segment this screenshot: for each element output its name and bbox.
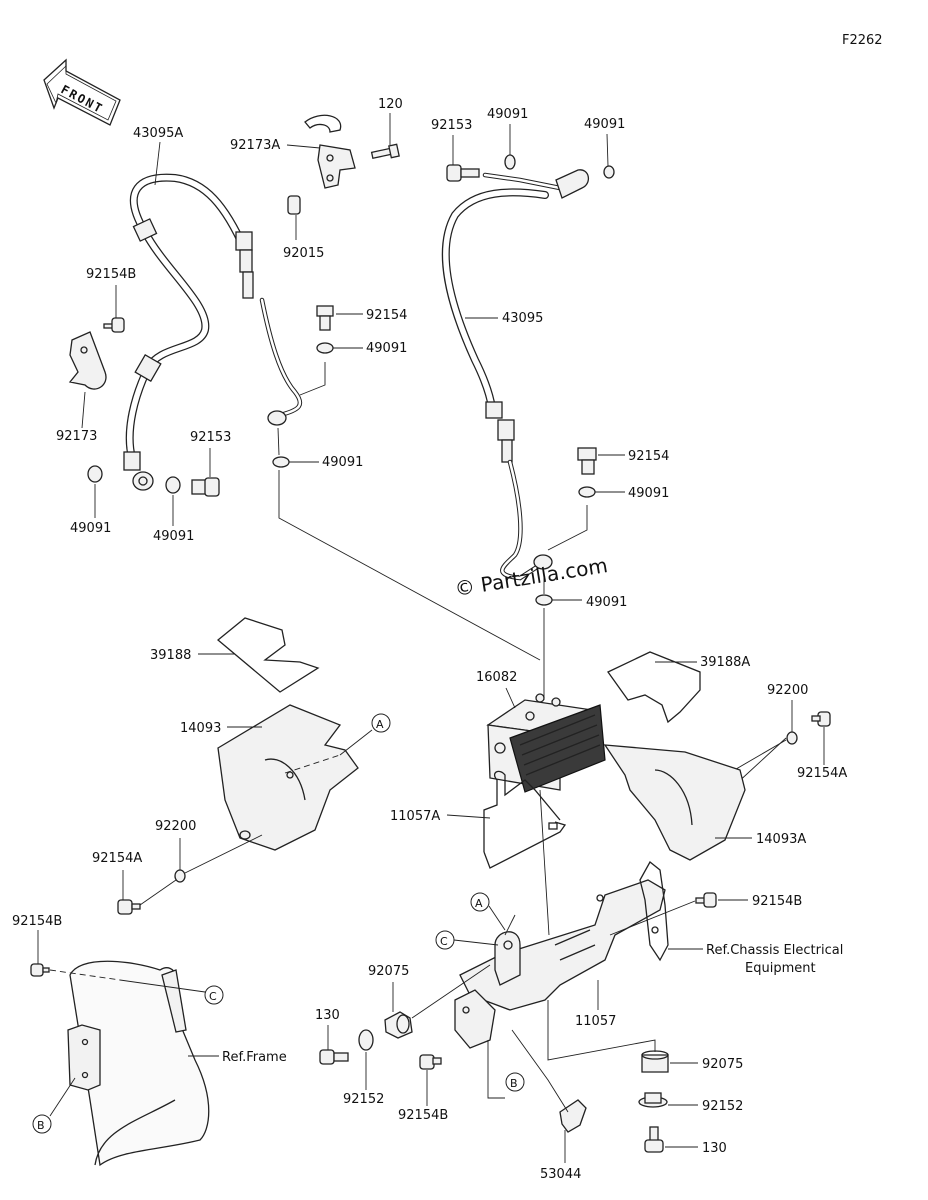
watermark: © Partzilla.com — [453, 553, 609, 601]
front-arrow-icon: FRONT — [43, 58, 121, 126]
label-43095: 43095 — [502, 311, 543, 326]
frame-reference — [67, 960, 210, 1167]
label-11057: 11057 — [575, 1014, 616, 1029]
label-92154-right: 92154 — [628, 449, 669, 464]
marker-a-bottom: A — [475, 897, 483, 910]
label-49091-bl1: 49091 — [70, 521, 111, 536]
label-92200-right: 92200 — [767, 683, 808, 698]
label-92200-left: 92200 — [155, 819, 196, 834]
label-92154b-left: 92154B — [12, 914, 62, 929]
bolt-92153-top — [446, 164, 480, 182]
clamp-53044 — [559, 1099, 587, 1133]
label-92173a: 92173A — [230, 138, 280, 153]
washer-49091-r1 — [578, 486, 596, 498]
label-92153-top: 92153 — [431, 118, 472, 133]
label-130-left: 130 — [315, 1008, 340, 1023]
label-92154b-right: 92154B — [752, 894, 802, 909]
brake-hose-43095 — [441, 169, 589, 581]
bolt-92154b-right — [695, 892, 717, 908]
label-92154-left: 92154 — [366, 308, 407, 323]
collar-92152-right — [638, 1092, 668, 1108]
marker-c-left: C — [209, 990, 217, 1003]
label-49091-top1: 49091 — [487, 107, 528, 122]
label-14093a: 14093A — [756, 832, 806, 847]
gasket-39188a — [607, 651, 701, 724]
ref-marker-c-left — [204, 985, 224, 1005]
label-130-right: 130 — [702, 1141, 727, 1156]
figure-code: F2262 — [842, 33, 883, 48]
label-92152-left: 92152 — [343, 1092, 384, 1107]
washer-92200-left — [174, 869, 186, 883]
washer-49091-mid2 — [272, 456, 290, 468]
label-92075-left: 92075 — [368, 964, 409, 979]
abs-unit-16082 — [486, 693, 606, 793]
bolt-92154b-left — [30, 963, 50, 977]
label-92153-left: 92153 — [190, 430, 231, 445]
label-92154b-bottom: 92154B — [398, 1108, 448, 1123]
label-92173: 92173 — [56, 429, 97, 444]
label-14093: 14093 — [180, 721, 221, 736]
label-49091-mid1: 49091 — [366, 341, 407, 356]
bolt-92154a-left — [117, 899, 141, 915]
bolt-92154b-bottom — [419, 1054, 442, 1070]
cover-14093a — [603, 744, 746, 861]
gasket-39188 — [216, 617, 320, 693]
pin-92015 — [287, 195, 301, 215]
bolt-120 — [370, 143, 400, 159]
bracket-11057a — [483, 770, 567, 869]
marker-a-top: A — [376, 718, 384, 731]
label-120: 120 — [378, 97, 403, 112]
label-53044: 53044 — [540, 1167, 581, 1182]
bracket-11057 — [454, 861, 669, 1049]
brake-hose-43095a — [123, 173, 303, 491]
grommet-92075-left — [384, 1011, 413, 1039]
bolt-92153-left — [191, 477, 220, 497]
bolt-130-right — [644, 1126, 664, 1153]
label-11057a: 11057A — [390, 809, 440, 824]
label-49091-r1: 49091 — [628, 486, 669, 501]
ref-marker-b-left — [32, 1114, 52, 1134]
ref-chassis-line1: Ref.Chassis Electrical — [706, 943, 843, 958]
bolt-92154a-right — [811, 711, 831, 727]
ref-frame-label: Ref.Frame — [222, 1050, 287, 1065]
label-39188: 39188 — [150, 648, 191, 663]
ref-marker-a-bottom — [470, 892, 490, 912]
label-49091-mid2: 49091 — [322, 455, 363, 470]
bolt-92154-left — [316, 305, 334, 331]
bracket-92173 — [68, 331, 107, 390]
label-49091-bl2: 49091 — [153, 529, 194, 544]
washer-49091-top1 — [504, 154, 516, 170]
ref-marker-b-right — [505, 1072, 525, 1092]
washer-92200-right — [786, 731, 798, 745]
label-92154b-top: 92154B — [86, 267, 136, 282]
label-92154a-left: 92154A — [92, 851, 142, 866]
bracket-92173a — [304, 114, 356, 189]
label-49091-r2: 49091 — [586, 595, 627, 610]
ref-chassis-line2: Equipment — [745, 961, 816, 976]
label-92015: 92015 — [283, 246, 324, 261]
washer-49091-bl2 — [165, 476, 181, 494]
washer-49091-mid1 — [316, 342, 334, 354]
washer-49091-bl1 — [87, 465, 103, 483]
marker-c-right: C — [440, 935, 448, 948]
bolt-92154-right — [577, 447, 597, 475]
label-92152-right: 92152 — [702, 1099, 743, 1114]
label-92075-right: 92075 — [702, 1057, 743, 1072]
label-49091-top2: 49091 — [584, 117, 625, 132]
label-16082: 16082 — [476, 670, 517, 685]
ref-marker-a-top — [371, 713, 391, 733]
bolt-92154b-top — [103, 317, 125, 333]
cover-14093 — [217, 704, 359, 851]
collar-92152-left — [358, 1029, 374, 1051]
marker-b-right: B — [510, 1077, 518, 1090]
grommet-92075-right — [641, 1050, 669, 1073]
washer-49091-r2 — [535, 594, 553, 606]
washer-49091-top2 — [603, 165, 615, 179]
label-39188a: 39188A — [700, 655, 750, 670]
label-92154a-right: 92154A — [797, 766, 847, 781]
bolt-130-left — [319, 1049, 349, 1065]
marker-b-left: B — [37, 1119, 45, 1132]
label-43095a: 43095A — [133, 126, 183, 141]
